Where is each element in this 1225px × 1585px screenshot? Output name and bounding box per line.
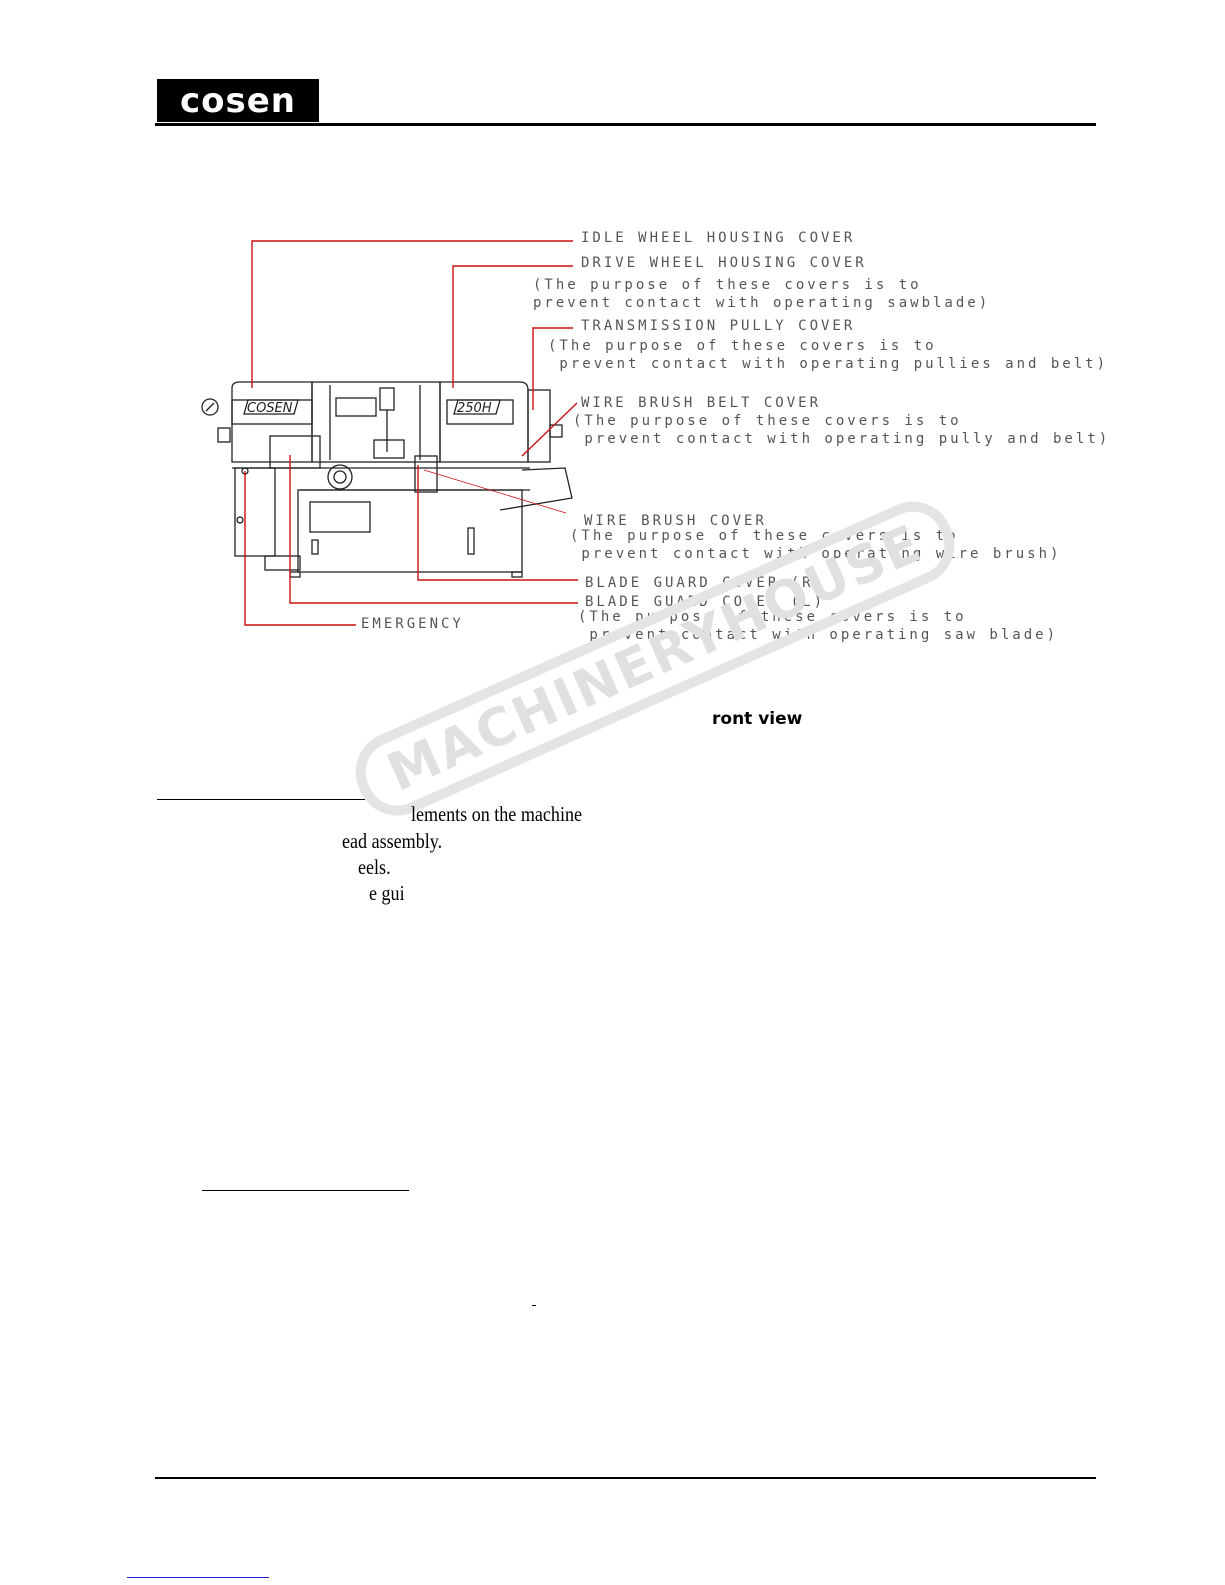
body-line-4: e gui bbox=[369, 881, 405, 905]
callout-transmission-note: (The purpose of these covers is to preve… bbox=[548, 338, 1109, 372]
figure-caption: ront view bbox=[712, 709, 803, 729]
callout-drive-wheel-note: (The purpose of these covers is to preve… bbox=[533, 277, 991, 311]
callout-drive-wheel-housing: DRIVE WHEEL HOUSING COVER bbox=[581, 255, 867, 271]
footer-link-underline[interactable] bbox=[127, 1577, 269, 1578]
callout-wire-brush-note: (The purpose of these covers is to preve… bbox=[570, 528, 1062, 562]
callout-blade-guard-note: (The purpose of these covers is to preve… bbox=[578, 609, 1059, 643]
pressure-gauge-icon bbox=[201, 398, 219, 416]
callout-transmission-pully: TRANSMISSION PULLY COVER bbox=[581, 318, 856, 334]
body-line-1: lements on the machine bbox=[411, 802, 583, 826]
callout-blade-guard-r: BLADE GUARD COVER (R) bbox=[585, 575, 826, 591]
body-line-3: eels. bbox=[358, 855, 391, 879]
dash-mark bbox=[532, 1305, 536, 1306]
callout-blade-guard-l: BLADE GUARD COVER (L) bbox=[585, 594, 826, 610]
plate-250h: 250H bbox=[457, 401, 492, 416]
callout-idle-wheel-housing: IDLE WHEEL HOUSING COVER bbox=[581, 230, 856, 246]
callout-wire-brush: WIRE BRUSH COVER bbox=[584, 513, 767, 529]
callout-wire-brush-belt-note: (The purpose of these covers is to preve… bbox=[573, 413, 1111, 447]
header-rule bbox=[155, 123, 1096, 126]
bandsaw-front-view-diagram: COSEN 250H bbox=[201, 240, 578, 626]
callout-wire-brush-belt: WIRE BRUSH BELT COVER bbox=[581, 395, 822, 411]
footer-rule bbox=[155, 1477, 1096, 1479]
body-line-2: ead assembly. bbox=[342, 829, 443, 853]
section-underline bbox=[202, 1190, 409, 1191]
callout-emergency: EMERGENCY bbox=[361, 616, 464, 632]
logo-text: cosen bbox=[179, 80, 296, 121]
plate-cosen: COSEN bbox=[247, 401, 293, 416]
heading-underline bbox=[157, 799, 365, 800]
cosen-logo: cosen bbox=[157, 79, 319, 122]
